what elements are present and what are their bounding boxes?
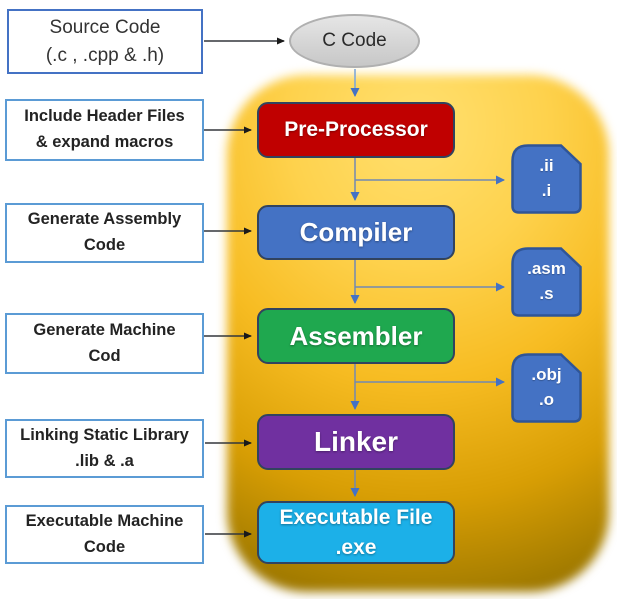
stage-assembler: Assembler	[257, 308, 455, 364]
stage-label: Linker	[313, 426, 399, 457]
note-line: .lib & .a	[75, 451, 134, 470]
stage-label-line2: .exe	[335, 535, 377, 559]
source-code-line1: Source Code	[49, 16, 161, 38]
badge-line: .obj	[531, 365, 562, 385]
stage-label-line1: Executable File	[279, 506, 433, 530]
badge-line: .ii	[539, 156, 554, 176]
file-badge-asm: .asm .s	[511, 247, 582, 317]
note-generate-machine: Generate Machine Cod	[5, 313, 204, 374]
note-line: Generate Machine	[33, 320, 176, 339]
note-line: Code	[83, 537, 126, 556]
note-generate-assembly: Generate Assembly Code	[5, 203, 204, 263]
stage-linker: Linker	[257, 414, 455, 470]
badge-line: .i	[541, 181, 552, 200]
note-executable-machine-code: Executable Machine Code	[5, 505, 204, 564]
source-code-line2: (.c , .cpp & .h)	[45, 44, 165, 66]
note-line: Linking Static Library	[20, 425, 189, 444]
note-line: Include Header Files	[24, 107, 185, 126]
stage-compiler: Compiler	[257, 205, 455, 260]
note-include-headers: Include Header Files & expand macros	[5, 99, 204, 161]
c-code-label: C Code	[322, 30, 387, 51]
c-code-ellipse: C Code	[289, 14, 420, 68]
badge-line: .s	[539, 284, 554, 303]
stage-label: Compiler	[299, 217, 413, 247]
file-badge-obj: .obj .o	[511, 353, 582, 423]
stage-label: Pre-Processor	[284, 118, 428, 141]
stage-executable-file: Executable File .exe	[257, 501, 455, 564]
note-line: Executable Machine	[25, 511, 184, 530]
stage-label: Assembler	[289, 320, 423, 351]
badge-line: .o	[538, 390, 555, 409]
file-shape-icon	[511, 353, 582, 423]
file-shape-icon	[511, 247, 582, 317]
note-linking-static-library: Linking Static Library .lib & .a	[5, 419, 204, 478]
note-line: Cod	[88, 346, 121, 365]
file-shape-icon	[511, 144, 582, 214]
note-line: Generate Assembly	[27, 210, 182, 229]
source-code-box: Source Code (.c , .cpp & .h)	[7, 9, 203, 74]
badge-line: .asm	[527, 259, 566, 279]
file-badge-ii: .ii .i	[511, 144, 582, 214]
stage-preprocessor: Pre-Processor	[257, 102, 455, 158]
note-line: & expand macros	[35, 133, 174, 151]
note-line: Code	[83, 236, 126, 254]
